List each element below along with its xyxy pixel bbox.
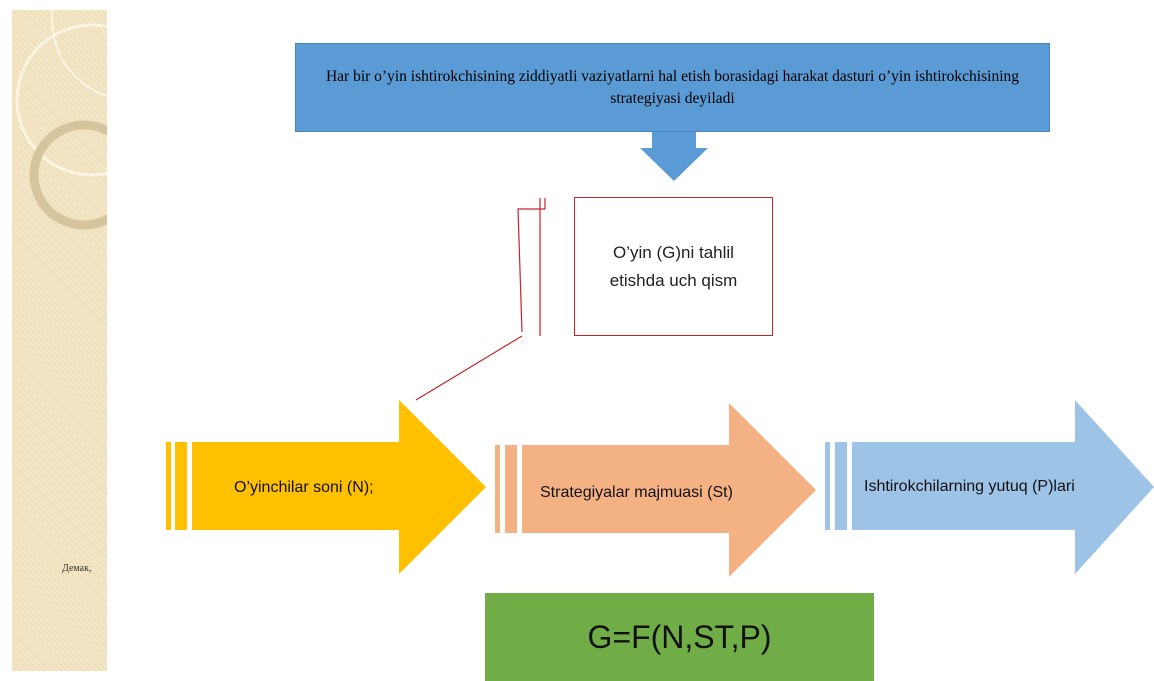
decorative-sidebar: Демак, [12,10,107,671]
payoffs-label: Ishtirokchilarning yutuq (P)lari [864,478,1075,495]
payoffs-arrow [825,400,1154,574]
analysis-box: O’yin (G)ni tahlil etishda uch qism [574,197,773,336]
strategies-label: Strategiyalar majmuasi (St) [540,484,733,501]
sidebar-rings-decoration [15,10,107,230]
players-label: O’yinchilar soni (N); [234,479,374,496]
strategies-arrow [495,403,816,577]
formula-box: G=F(N,ST,P) [485,593,874,681]
analysis-line-2: etishda uch qism [609,270,738,290]
players-arrow [166,400,486,574]
strategy-definition-text: Har bir o’yin ishtirokchisining ziddiyat… [325,67,1020,107]
down-arrow [640,132,708,181]
formula-text: G=F(N,ST,P) [587,618,772,655]
strategy-definition-box: Har bir o’yin ishtirokchisining ziddiyat… [295,43,1050,132]
analysis-line-1: O’yin (G)ni tahlil [613,242,734,262]
sidebar-text: Демак, [62,563,92,574]
